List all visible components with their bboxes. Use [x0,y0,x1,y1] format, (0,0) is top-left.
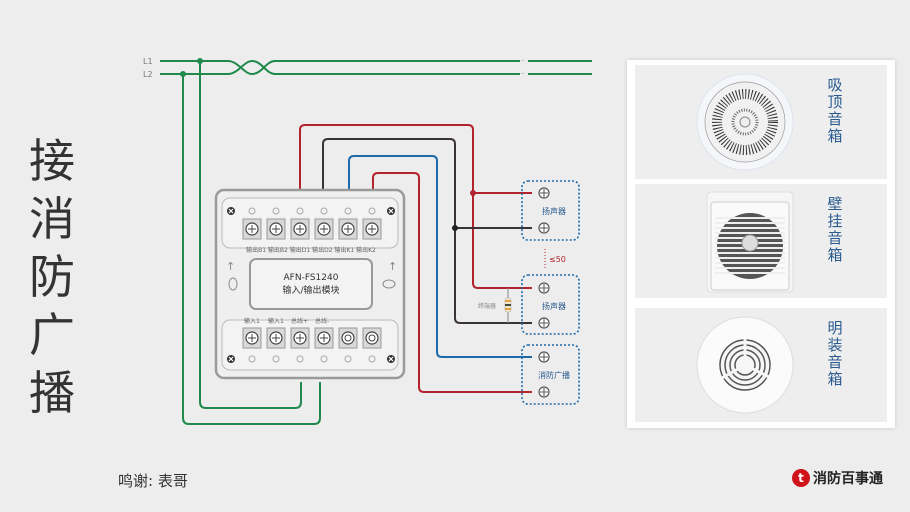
device-label: 消防广播 [538,370,570,380]
l1-label: L1 [143,57,153,66]
speaker-card-wall: 壁挂音箱 [635,184,887,298]
title-char: 消 [29,192,75,246]
distance-label: ≤50 [549,255,566,264]
terminal-label: 输入1 [244,317,260,325]
indicator-hole [248,207,256,215]
l1-drop-wire [199,61,302,409]
indicator-hole [296,355,304,363]
speaker-device-2 [521,274,580,335]
terminal-label: 总线+ [291,317,308,325]
indicator-hole [296,207,304,215]
terminal-screws [538,187,550,398]
terminal-screw-icon [341,331,355,345]
speaker-device-1 [521,180,580,241]
module-model: AFN-FS1240 [284,273,339,283]
svg-text:↑: ↑ [388,260,397,273]
wire-blue [348,155,532,358]
surface-speaker-icon [696,316,794,414]
io-module: AFN-FS1240 输入/输出模块 输出B1 输出B2 输出D1 输出D2 输… [214,188,406,380]
indicator-hole [272,207,280,215]
title-char: 防 [29,250,75,304]
brand-icon: t [792,469,810,487]
speaker-name-char: 装 [827,336,843,354]
speaker-name-char: 挂 [827,212,843,230]
indicator-hole [368,207,376,215]
speaker-name-char: 箱 [827,246,843,264]
wire-black [322,138,532,324]
ceiling-speaker-icon [696,73,794,171]
l2-line [160,59,520,75]
resistor-label: 终端器 [478,302,496,310]
svg-text:↑: ↑ [226,260,235,273]
indicator-hole [272,355,280,363]
page-title: 接 消 防 广 播 [22,132,82,422]
speaker-card-ceiling: 吸顶音箱 [635,65,887,179]
speaker-card-surface: 明装音箱 [635,308,887,422]
l2-drop-wire [182,74,321,425]
speaker-name-char: 吸 [827,76,843,94]
title-char: 播 [29,366,75,420]
bus-line-continuation [528,60,592,75]
terminal-screw-icon [365,331,379,345]
speaker-name-char: 壁 [827,195,843,213]
indicator-hole [320,207,328,215]
svg-text:··: ·· [521,71,525,78]
bus-lines [160,59,592,425]
svg-text:··: ·· [521,58,525,65]
brand-name: 消防百事通 [813,471,883,487]
speaker-name-char: 音 [827,229,843,247]
credit-text: 鸣谢: 表哥 [118,472,188,490]
wall-speaker-icon [706,191,794,293]
module-name: 输入/输出模块 [282,284,339,296]
terminal-label: 输入1 [268,317,284,325]
broadcast-device [521,344,580,405]
indicator-hole [248,355,256,363]
speaker-name-char: 音 [827,353,843,371]
speaker-name-char: 顶 [827,93,843,111]
wire-red-outer [299,124,532,289]
brand-logo: t 消防百事通 [792,468,883,488]
indicator-hole [344,207,352,215]
device-label: 扬声器 [542,301,566,311]
speaker-name-char: 箱 [827,370,843,388]
terminal-label: 总线- [315,317,329,325]
top-terminal-labels: 输出B1 输出B2 输出D1 输出D2 输出K1 输出K2 [246,246,376,254]
wire-red-inner [372,172,532,393]
speaker-name-char: 箱 [827,127,843,145]
device-label: 扬声器 [542,206,566,216]
indicator-hole [368,355,376,363]
speaker-name-char: 音 [827,110,843,128]
title-char: 广 [29,308,75,362]
indicator-hole [320,355,328,363]
indicator-hole [344,355,352,363]
speaker-name-char: 明 [827,319,843,337]
l1-line [160,60,520,76]
speaker-types-panel: 吸顶音箱 壁挂音箱 明装音箱 [627,60,895,428]
title-char: 接 [29,134,75,188]
l2-label: L2 [143,70,153,79]
